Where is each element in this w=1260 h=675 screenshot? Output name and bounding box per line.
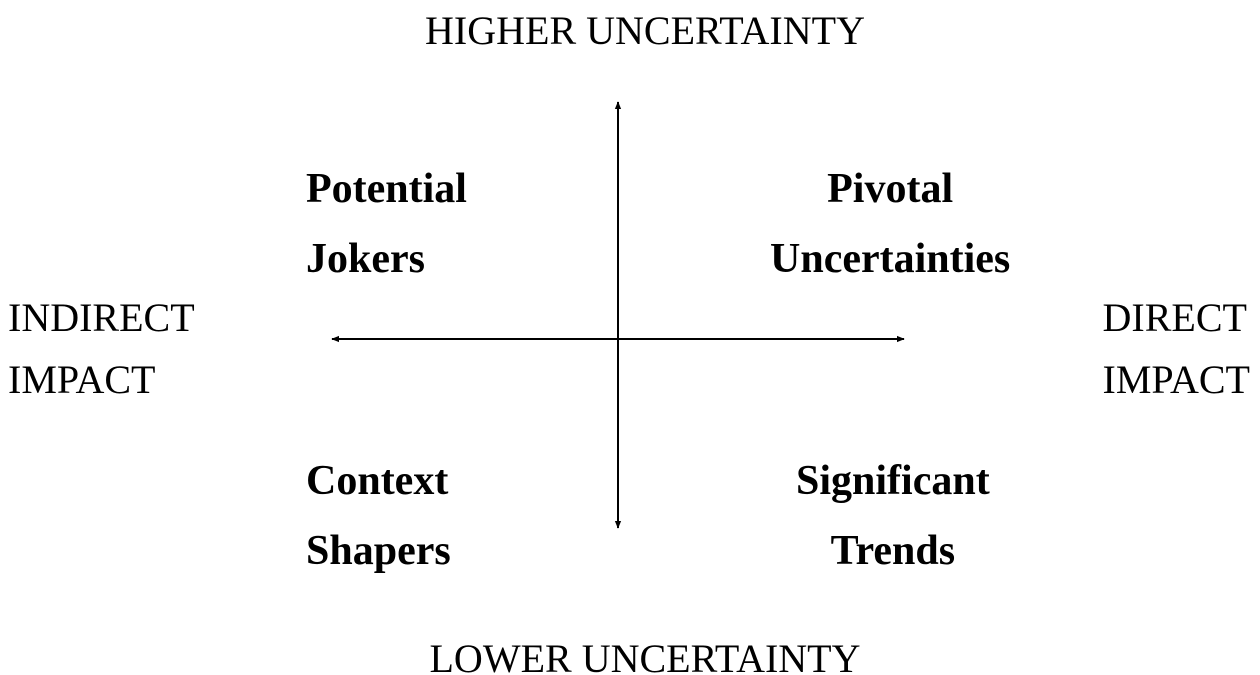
axis-label-right-line-1: DIRECT [1102,295,1247,340]
axis-label-right-line-2: IMPACT [1102,357,1250,402]
axis-label-lower-uncertainty: LOWER UNCERTAINTY [0,628,1260,675]
quadrant-bottom-right-line-1: Significant [796,458,990,504]
quadrant-pivotal-uncertainties: Pivotal Uncertainties [770,154,1010,294]
quadrant-top-left-line-2: Jokers [306,236,425,282]
axis-label-higher-uncertainty: HIGHER UNCERTAINTY [0,0,1260,62]
quadrant-context-shapers: Context Shapers [306,446,451,586]
axis-label-top-text: HIGHER UNCERTAINTY [425,8,865,53]
quadrant-bottom-left-line-2: Shapers [306,528,451,574]
axis-label-direct-impact: DIRECT IMPACT [1103,287,1250,411]
quadrant-bottom-left-line-1: Context [306,458,449,504]
axis-label-left-line-1: INDIRECT [8,295,195,340]
axis-label-indirect-impact: INDIRECT IMPACT [8,287,195,411]
axis-label-left-line-2: IMPACT [8,357,156,402]
quadrant-potential-jokers: Potential Jokers [306,154,467,294]
quadrant-bottom-right-line-2: Trends [830,528,956,574]
quadrant-top-right-line-2: Uncertainties [770,236,1011,282]
quadrant-top-right-line-1: Pivotal [827,166,954,212]
quadrant-top-left-line-1: Potential [306,166,467,212]
axis-label-bottom-text: LOWER UNCERTAINTY [429,636,861,675]
quadrant-significant-trends: Significant Trends [796,446,990,586]
